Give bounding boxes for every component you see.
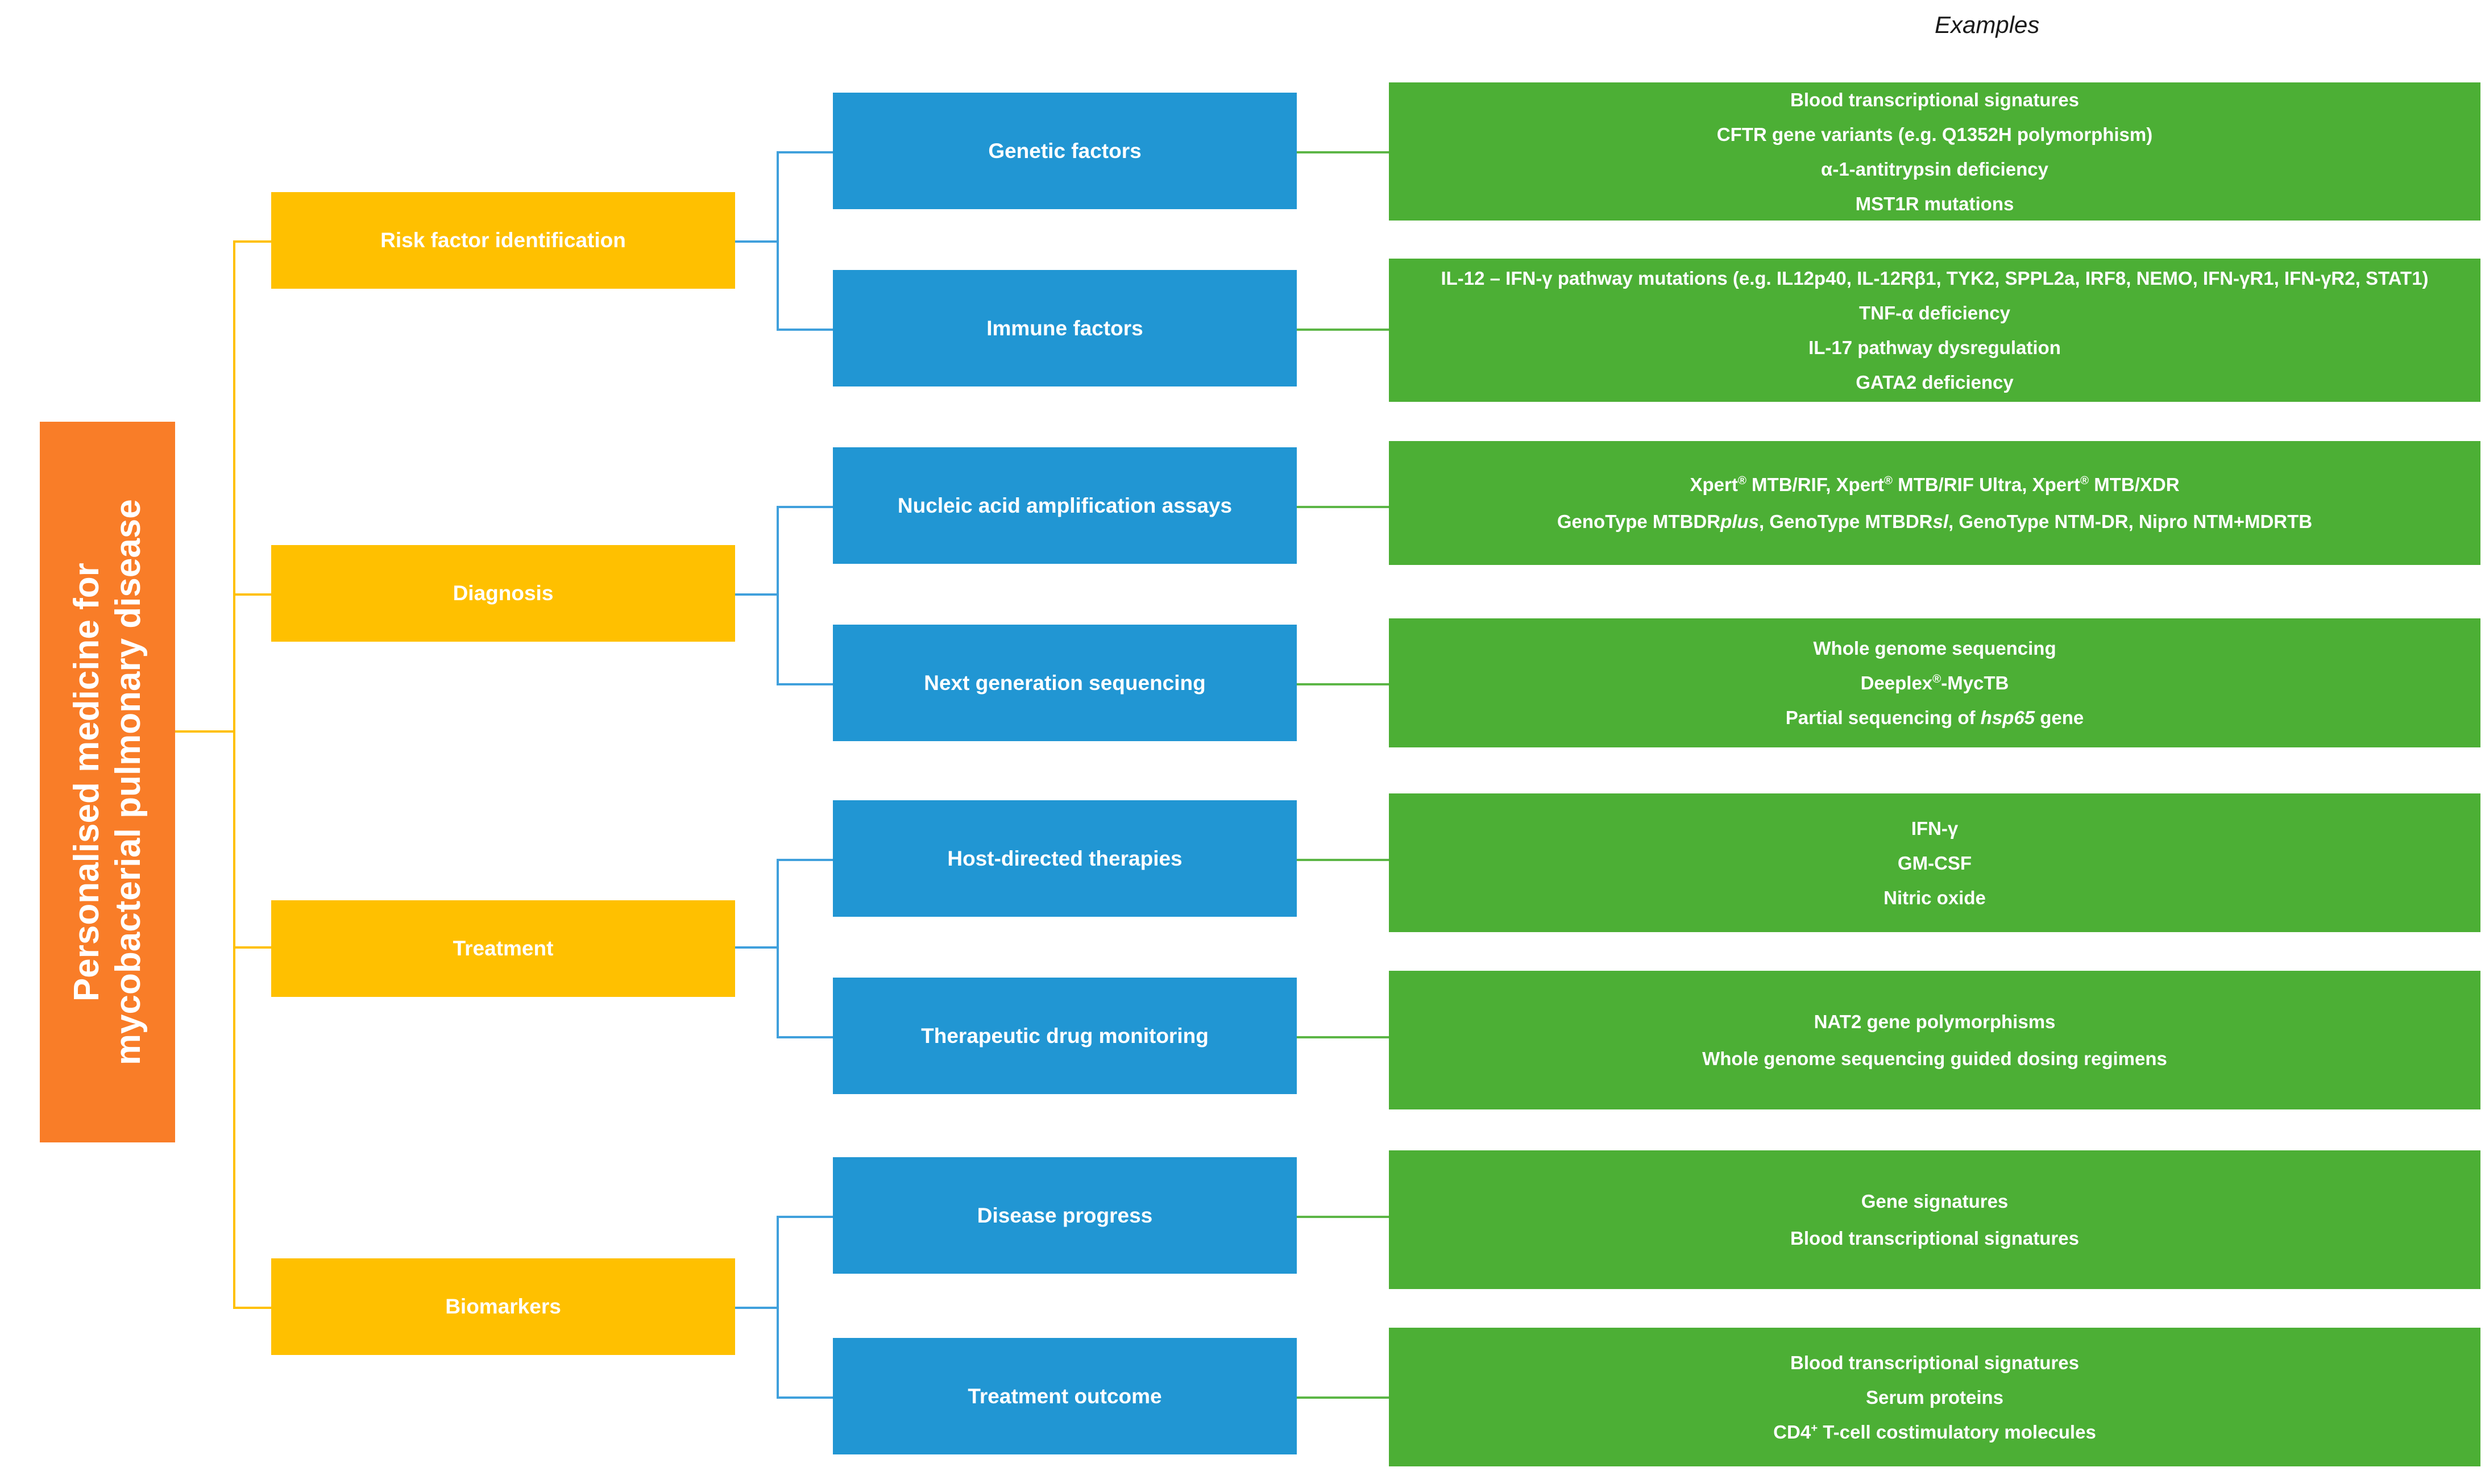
example-item: GenoType MTBDRplus, GenoType MTBDRsl, Ge…	[1557, 511, 2313, 532]
example-item: GATA2 deficiency	[1856, 372, 2014, 393]
level2-box-therapeutic-drug-monitoring[interactable]: Therapeutic drug monitoring	[833, 978, 1297, 1094]
level2-box-genetic-factors[interactable]: Genetic factors	[833, 93, 1297, 209]
level1-label: Biomarkers	[445, 1295, 561, 1318]
level3-examples-treatment-outcome: Blood transcriptional signatures Serum p…	[1389, 1328, 2480, 1466]
level3-examples-next-gen-sequencing: Whole genome sequencing Deeplex®-MycTB P…	[1389, 618, 2480, 747]
level3-examples-host-directed-therapies: IFN-γ GM-CSF Nitric oxide	[1389, 793, 2480, 932]
examples-column-header: Examples	[1935, 11, 2040, 38]
level2-box-host-directed-therapies[interactable]: Host-directed therapies	[833, 800, 1297, 917]
connector-b4-arm-1	[777, 1216, 834, 1218]
example-item: Blood transcriptional signatures	[1790, 1228, 2079, 1249]
level2-label: Next generation sequencing	[924, 671, 1206, 695]
connector-arm-branch-2	[233, 593, 272, 596]
root-title-banner: Personalised medicine for mycobacterial …	[40, 422, 175, 1142]
level3-examples-disease-progress: Gene signatures Blood transcriptional si…	[1389, 1150, 2480, 1289]
example-item: Partial sequencing of hsp65 gene	[1785, 707, 2084, 728]
level2-box-treatment-outcome[interactable]: Treatment outcome	[833, 1338, 1297, 1454]
example-item: TNF-α deficiency	[1859, 302, 2010, 323]
level2-label: Host-directed therapies	[947, 846, 1183, 870]
level2-label: Immune factors	[986, 316, 1143, 340]
level2-label: Nucleic acid amplification assays	[897, 493, 1233, 517]
example-item: Whole genome sequencing guided dosing re…	[1702, 1048, 2167, 1069]
connector-g-genetic-factors	[1297, 151, 1390, 153]
example-item: Serum proteins	[1865, 1386, 2004, 1408]
level1-box-treatment[interactable]: Treatment	[271, 900, 735, 997]
example-item: CFTR gene variants (e.g. Q1352H polymorp…	[1716, 123, 2153, 145]
example-item: NAT2 gene polymorphisms	[1814, 1011, 2056, 1032]
connector-b1-arm-1	[777, 151, 834, 153]
level2-box-nucleic-acid-amplification-assays[interactable]: Nucleic acid amplification assays	[833, 447, 1297, 564]
connector-arm-branch-4	[233, 1307, 272, 1309]
level3-examples-immune-factors: IL-12 – IFN-γ pathway mutations (e.g. IL…	[1389, 259, 2480, 402]
connector-arm-branch-1	[233, 240, 272, 243]
example-item: CD4+ T-cell costimulatory molecules	[1773, 1421, 2096, 1443]
level2-label: Therapeutic drug monitoring	[921, 1024, 1209, 1047]
example-item: Deeplex®-MycTB	[1860, 672, 2009, 693]
example-item: IFN-γ	[1911, 817, 1959, 839]
connector-b1-arm-2	[777, 329, 834, 331]
level2-label: Treatment outcome	[968, 1384, 1162, 1408]
example-item: GM-CSF	[1897, 852, 1972, 874]
level2-label: Genetic factors	[988, 139, 1142, 163]
connector-b4-stub	[735, 1307, 778, 1309]
connector-b1-trunk	[777, 151, 779, 331]
level1-label: Risk factor identification	[380, 228, 626, 252]
connector-b3-stub	[735, 946, 778, 949]
connector-g-host-directed-therapies	[1297, 859, 1390, 861]
connector-b4-trunk	[777, 1216, 779, 1399]
level3-examples-genetic-factors: Blood transcriptional signatures CFTR ge…	[1389, 82, 2480, 221]
level3-examples-nucleic-acid-assays: Xpert® MTB/RIF, Xpert® MTB/RIF Ultra, Xp…	[1389, 441, 2480, 565]
level2-box-next-generation-sequencing[interactable]: Next generation sequencing	[833, 625, 1297, 741]
connector-b2-trunk	[777, 506, 779, 685]
connector-b3-arm-1	[777, 859, 834, 861]
example-item: Whole genome sequencing	[1813, 638, 2056, 659]
level1-box-risk-factor-identification[interactable]: Risk factor identification	[271, 192, 735, 289]
root-title-line-1: Personalised medicine for	[67, 563, 106, 1001]
connector-arm-branch-3	[233, 946, 272, 949]
example-item: IL-17 pathway dysregulation	[1808, 337, 2061, 358]
example-item: Nitric oxide	[1884, 887, 1986, 908]
connector-root-stub	[175, 730, 234, 733]
connector-b2-arm-1	[777, 506, 834, 508]
connector-g-nucleic-acid-assays	[1297, 506, 1390, 508]
connector-b3-arm-2	[777, 1036, 834, 1038]
level2-box-immune-factors[interactable]: Immune factors	[833, 270, 1297, 386]
example-item: α-1-antitrypsin deficiency	[1821, 158, 2048, 180]
example-item: Blood transcriptional signatures	[1790, 89, 2079, 110]
connector-g-therapeutic-drug-monitoring	[1297, 1036, 1390, 1038]
connector-b2-arm-2	[777, 683, 834, 685]
level3-examples-therapeutic-drug-monitoring: NAT2 gene polymorphisms Whole genome seq…	[1389, 971, 2480, 1109]
connector-b4-arm-2	[777, 1396, 834, 1399]
example-item: Gene signatures	[1861, 1191, 2009, 1212]
connector-b1-stub	[735, 240, 778, 243]
level1-label: Diagnosis	[453, 581, 554, 605]
connector-b3-trunk	[777, 859, 779, 1038]
connector-g-treatment-outcome	[1297, 1396, 1390, 1399]
root-title-line-2: mycobacterial pulmonary disease	[109, 499, 148, 1065]
level1-box-diagnosis[interactable]: Diagnosis	[271, 545, 735, 642]
connector-g-next-gen-sequencing	[1297, 683, 1390, 685]
connector-g-immune-factors	[1297, 329, 1390, 331]
connector-g-disease-progress	[1297, 1216, 1390, 1218]
connector-root-trunk	[233, 240, 235, 1309]
connector-b2-stub	[735, 593, 778, 596]
level1-box-biomarkers[interactable]: Biomarkers	[271, 1258, 735, 1355]
level2-label: Disease progress	[977, 1203, 1153, 1227]
level2-box-disease-progress[interactable]: Disease progress	[833, 1157, 1297, 1274]
example-item: Xpert® MTB/RIF, Xpert® MTB/RIF Ultra, Xp…	[1690, 474, 2180, 495]
level1-label: Treatment	[453, 937, 554, 960]
example-item: IL-12 – IFN-γ pathway mutations (e.g. IL…	[1441, 268, 2429, 289]
example-item: MST1R mutations	[1855, 193, 2014, 214]
example-item: Blood transcriptional signatures	[1790, 1352, 2079, 1373]
